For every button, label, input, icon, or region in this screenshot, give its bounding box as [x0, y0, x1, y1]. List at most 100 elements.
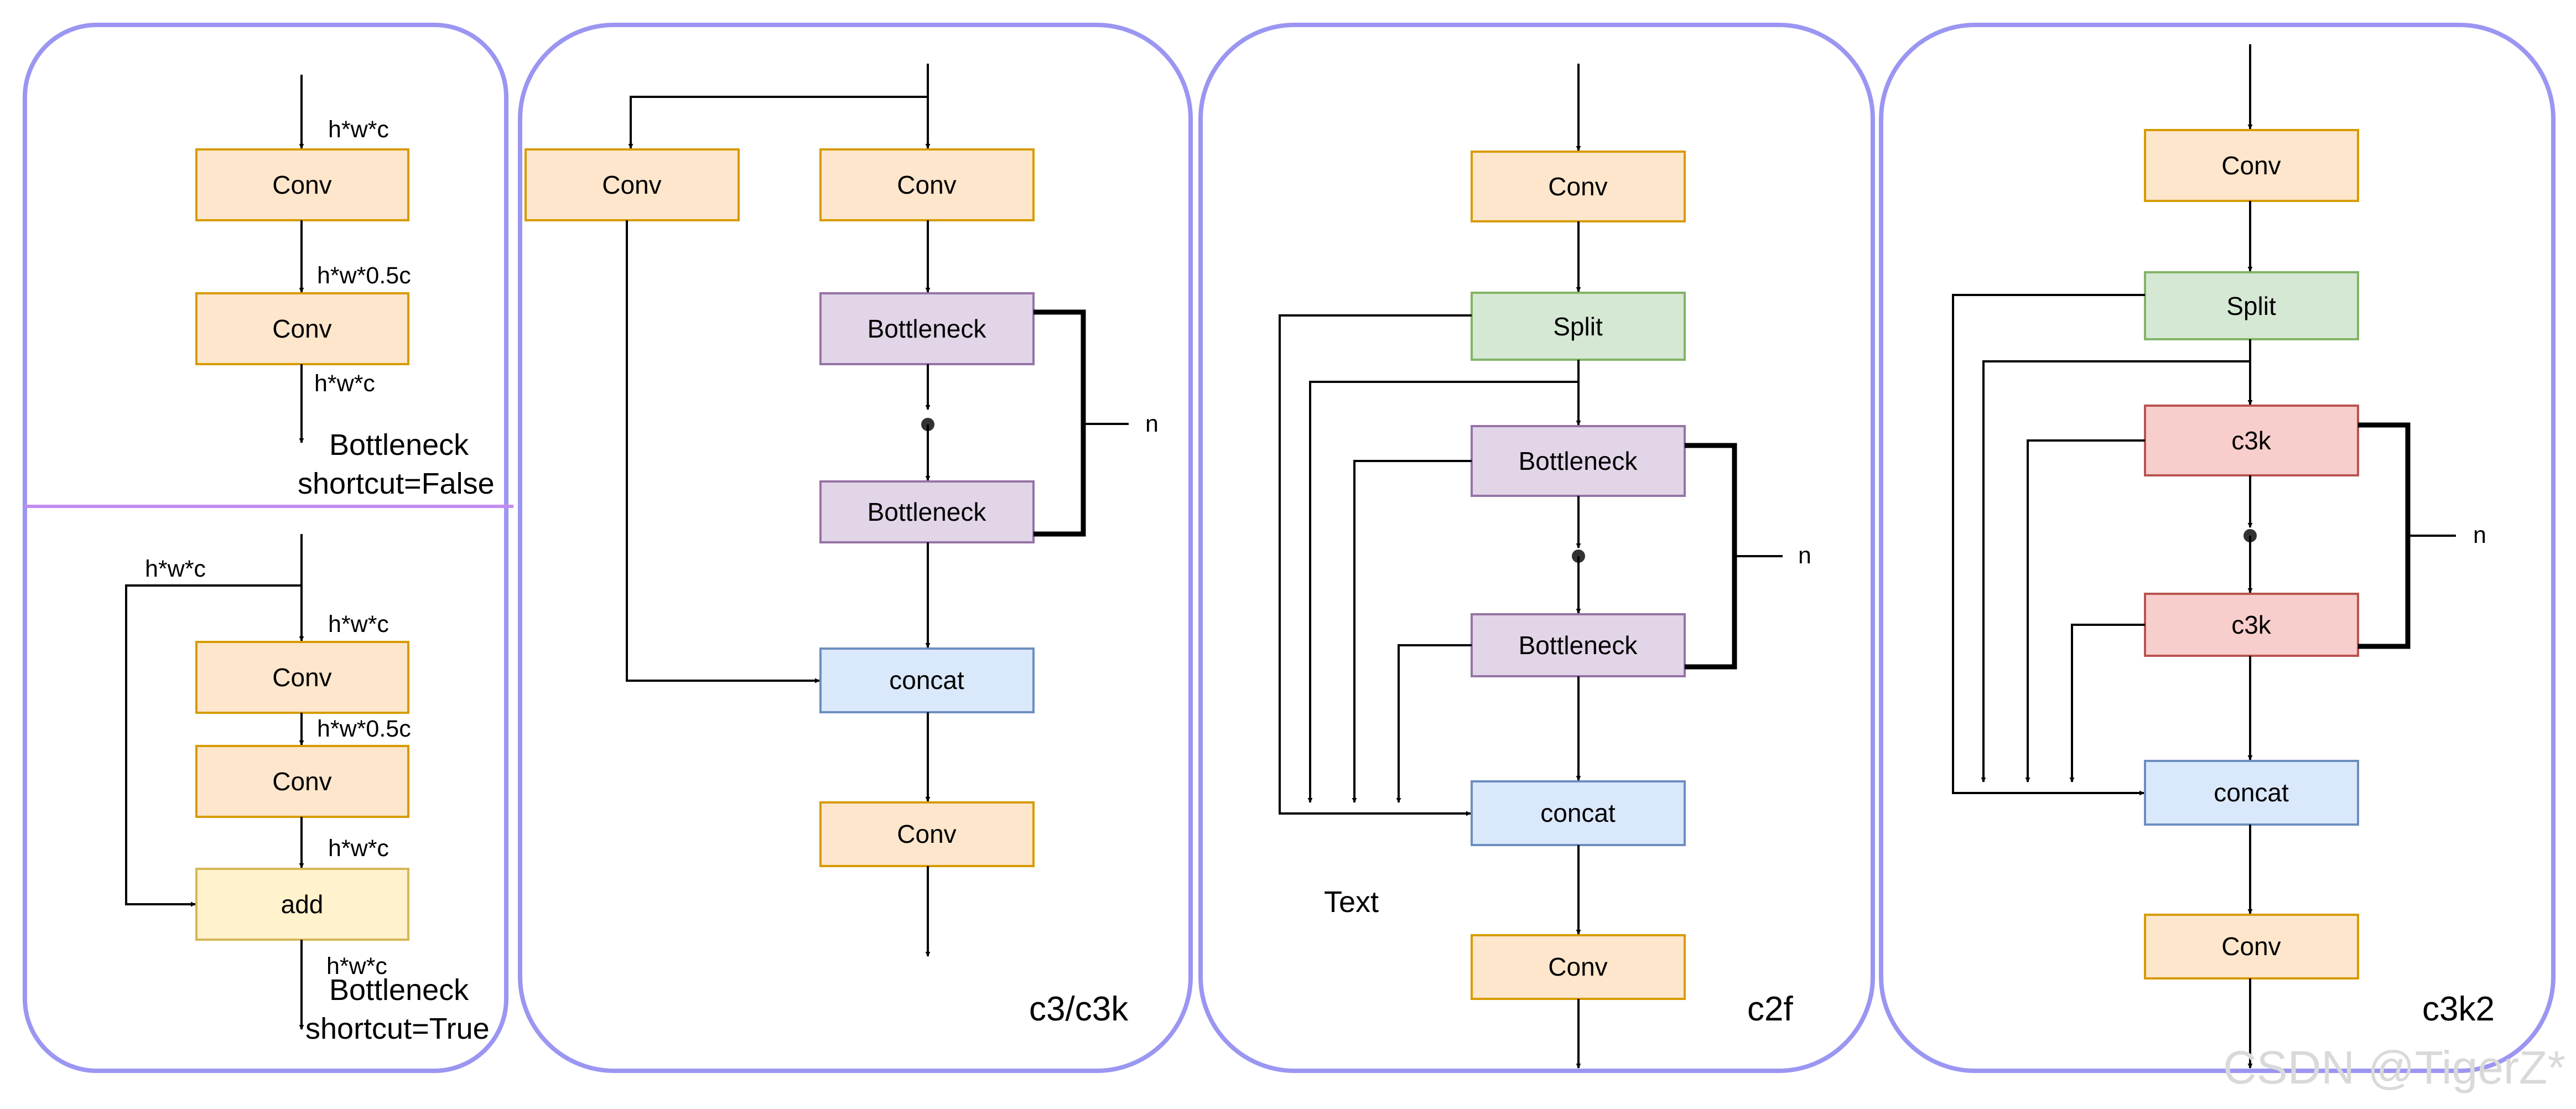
edge — [628, 96, 928, 149]
text-label: Text — [1324, 885, 1379, 919]
panel-bottleneck: h*w*c Conv h*w*0.5c Conv h*w*c Bottlenec… — [23, 23, 513, 1073]
concat-label: concat — [1540, 799, 1616, 827]
edge — [2025, 439, 2145, 782]
block-title: Bottleneck — [329, 973, 469, 1007]
conv-label: Conv — [272, 767, 331, 796]
repeat-bracket — [2358, 422, 2411, 649]
conv-node: Conv — [819, 801, 1035, 867]
shortcut-edge — [125, 584, 302, 907]
panel-c3: Conv Conv Bottleneck Bottleneck n concat — [518, 23, 1193, 1073]
bottleneck-shortcut: h*w*c h*w*c Conv h*w*0.5c Conv h*w*c add… — [125, 534, 490, 1045]
conv-node: Conv — [195, 745, 409, 818]
conv-label: Conv — [1548, 952, 1607, 981]
add-label: add — [281, 890, 324, 919]
bottleneck-label: Bottleneck — [868, 314, 987, 343]
conv-box — [195, 745, 409, 818]
conv-node: Conv — [1471, 934, 1686, 1000]
conv-node: Conv — [1471, 151, 1686, 222]
dim-label: h*w*c — [326, 953, 387, 980]
concat-node: concat — [1471, 780, 1686, 846]
bottleneck-node: Bottleneck — [819, 480, 1035, 543]
bottleneck-box — [819, 292, 1035, 365]
dim-label: h*w*0.5c — [317, 716, 411, 742]
bottleneck-box — [1471, 613, 1686, 677]
bottleneck-box — [1471, 425, 1686, 497]
block-title: c3k2 — [2422, 990, 2495, 1028]
panel-c3k2-border — [1879, 23, 2556, 1073]
edge — [1352, 460, 1472, 803]
conv-box — [2144, 914, 2359, 980]
bottleneck-node: Bottleneck — [819, 292, 1035, 365]
concat-node: concat — [819, 647, 1035, 713]
conv-label: Conv — [272, 314, 331, 343]
conv-box — [195, 148, 409, 221]
block-title: c3/c3k — [1029, 990, 1129, 1028]
conv-box — [2144, 129, 2359, 202]
repeat-bracket — [1685, 443, 1737, 670]
edge — [626, 220, 820, 683]
conv-box — [195, 292, 409, 365]
c3k-node: c3k — [2144, 405, 2359, 476]
edge — [2069, 624, 2145, 782]
edge — [1279, 314, 1472, 816]
panel-bottleneck-border — [23, 23, 508, 1073]
edge — [1981, 360, 2250, 782]
bottleneck-node: Bottleneck — [1471, 425, 1686, 497]
block-title: c2f — [1747, 990, 1793, 1028]
concat-box — [819, 647, 1035, 713]
bottleneck-label: Bottleneck — [1519, 631, 1638, 660]
concat-box — [2144, 760, 2359, 826]
split-node: Split — [1471, 292, 1686, 361]
split-box — [2144, 271, 2359, 340]
dim-label: h*w*c — [145, 556, 206, 582]
bottleneck-label: Bottleneck — [868, 498, 987, 526]
dim-label: h*w*c — [328, 611, 389, 638]
concat-node: concat — [2144, 760, 2359, 826]
panel-c3k2: Conv Split c3k c3k n concat — [1879, 23, 2556, 1073]
dim-label: h*w*c — [328, 835, 389, 862]
split-label: Split — [2226, 292, 2276, 320]
edge — [1307, 381, 1578, 803]
dim-label: h*w*c — [314, 370, 375, 397]
block-subtitle: shortcut=False — [298, 467, 495, 500]
conv-box — [1471, 151, 1686, 222]
conv-label: Conv — [897, 170, 956, 199]
split-node: Split — [2144, 271, 2359, 340]
conv-node: Conv — [524, 148, 740, 221]
dim-label: h*w*c — [328, 116, 389, 143]
c3k-box — [2144, 593, 2359, 657]
bottleneck-label: Bottleneck — [1519, 447, 1638, 475]
bottleneck-no-shortcut: h*w*c Conv h*w*0.5c Conv h*w*c Bottlenec… — [195, 75, 495, 500]
add-box — [195, 868, 409, 941]
edge — [1396, 644, 1472, 803]
bottleneck-node: Bottleneck — [1471, 613, 1686, 677]
conv-node: Conv — [195, 641, 409, 714]
c3k-node: c3k — [2144, 593, 2359, 657]
repeat-count-label: n — [1798, 542, 1811, 569]
watermark: CSDN @TigerZ* — [2223, 1041, 2565, 1094]
conv-node: Conv — [195, 148, 409, 221]
conv-label: Conv — [2221, 151, 2281, 180]
conv-node: Conv — [819, 148, 1035, 221]
c3k-label: c3k — [2231, 426, 2272, 455]
concat-label: concat — [889, 666, 964, 695]
concat-label: concat — [2214, 778, 2289, 807]
conv-node: Conv — [2144, 914, 2359, 980]
panel-c2f-border — [1198, 23, 1875, 1073]
bottleneck-box — [819, 480, 1035, 543]
block-title: Bottleneck — [329, 428, 469, 462]
conv-label: Conv — [897, 820, 956, 848]
conv-label: Conv — [2221, 932, 2281, 961]
c3k-box — [2144, 405, 2359, 476]
add-node: add — [195, 868, 409, 941]
split-label: Split — [1553, 312, 1603, 341]
panel-c3-border — [518, 23, 1193, 1073]
repeat-count-label: n — [1145, 411, 1159, 437]
repeat-bracket — [1033, 309, 1086, 537]
block-subtitle: shortcut=True — [305, 1012, 490, 1045]
dim-label: h*w*0.5c — [317, 262, 411, 289]
c3k-label: c3k — [2231, 610, 2272, 639]
edge — [1952, 294, 2145, 796]
conv-box — [524, 148, 740, 221]
